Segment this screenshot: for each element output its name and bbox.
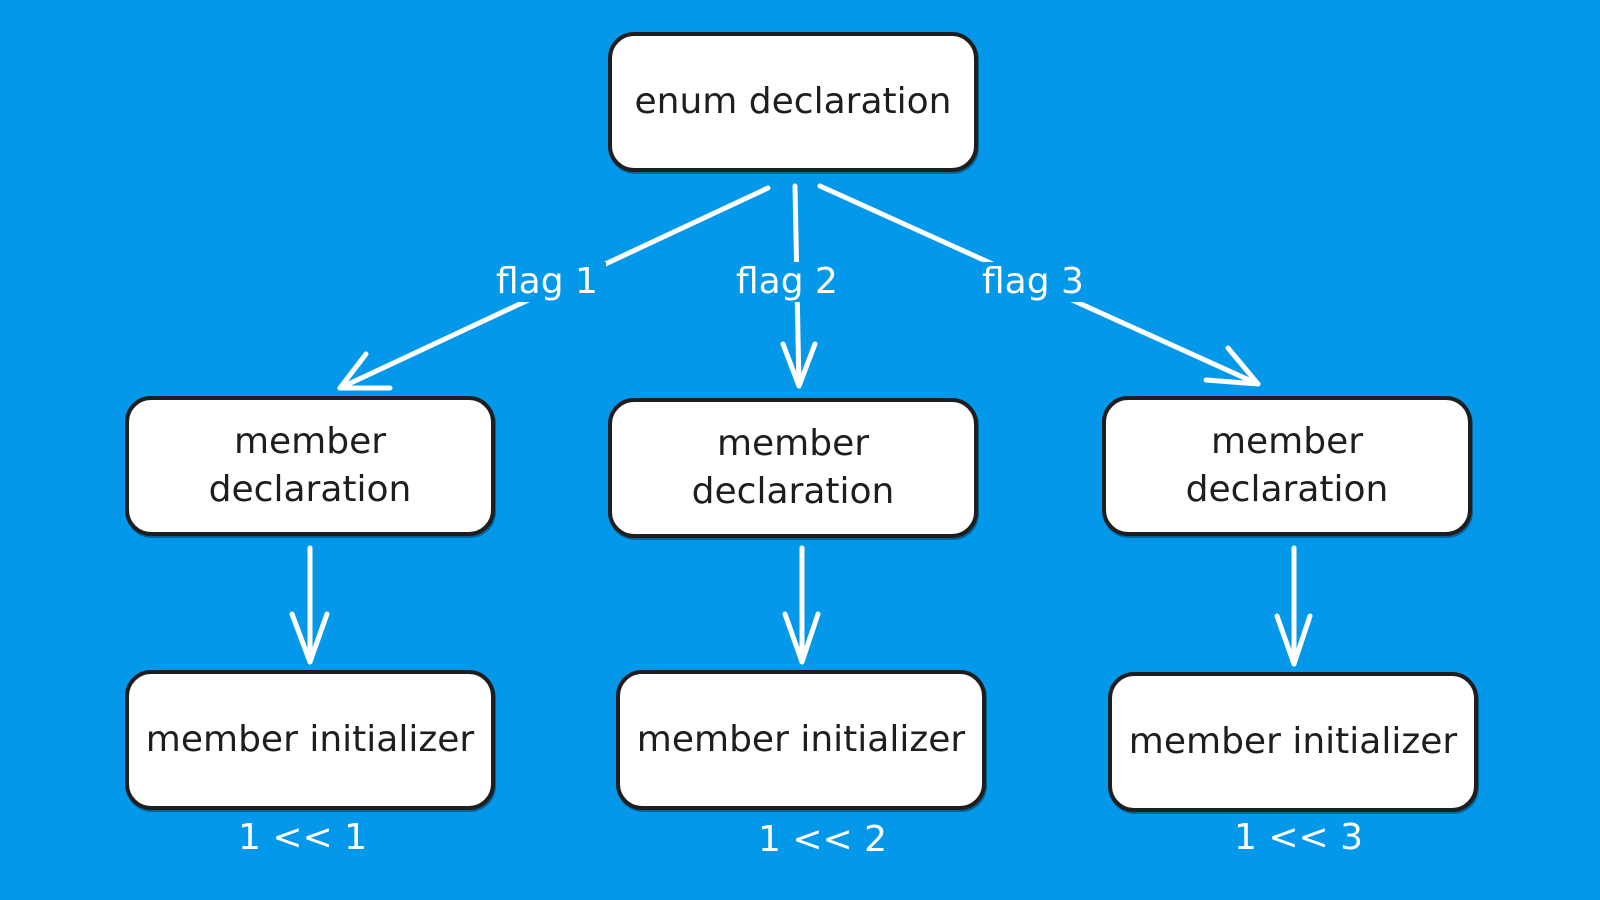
member-declaration-node-2: member declaration <box>608 398 978 538</box>
member-declaration-1-line1: member <box>233 421 387 462</box>
enum-declaration-node: enum declaration <box>608 32 978 172</box>
value-label-2: 1 << 2 <box>758 819 888 860</box>
edge-label-flag-1: flag 1 <box>488 262 606 302</box>
arrowhead-initializer-3 <box>1274 613 1313 667</box>
member-declaration-node-1: member declaration <box>125 396 495 536</box>
value-label-3: 1 << 3 <box>1234 817 1364 858</box>
member-initializer-1-label: member initializer <box>145 719 475 760</box>
member-initializer-node-2: member initializer <box>616 670 986 810</box>
member-declaration-3-line1: member <box>1210 421 1364 462</box>
member-declaration-3-line2: declaration <box>1185 469 1389 510</box>
member-initializer-3-label: member initializer <box>1128 721 1458 762</box>
arrowhead-initializer-2 <box>782 611 821 665</box>
member-initializer-2-label: member initializer <box>636 719 966 760</box>
member-declaration-2-line1: member <box>716 423 870 464</box>
enum-declaration-label: enum declaration <box>634 81 952 122</box>
arrowhead-member-3 <box>1203 345 1261 387</box>
member-initializer-node-1: member initializer <box>125 670 495 810</box>
arrowhead-member-1 <box>337 351 393 391</box>
value-label-1: 1 << 1 <box>238 817 368 858</box>
member-declaration-1-line2: declaration <box>208 469 412 510</box>
member-initializer-node-3: member initializer <box>1108 672 1478 812</box>
member-declaration-node-3: member declaration <box>1102 396 1472 536</box>
member-declaration-2-line2: declaration <box>691 471 895 512</box>
edge-label-flag-2: flag 2 <box>728 262 846 302</box>
edge-label-flag-3: flag 3 <box>974 262 1092 302</box>
arrowhead-initializer-1 <box>289 611 330 665</box>
arrowhead-member-2 <box>780 341 818 389</box>
